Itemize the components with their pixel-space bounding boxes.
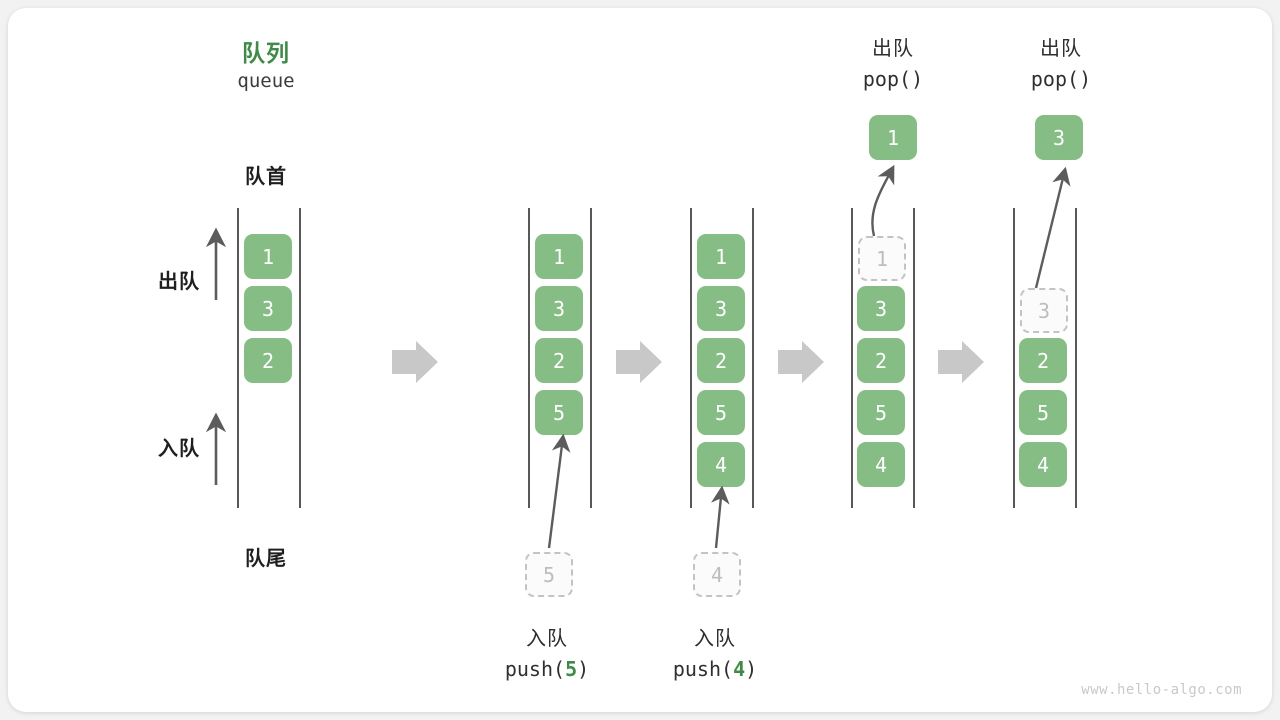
queue-item: 4 <box>1019 442 1067 487</box>
push-caption-suffix: ) <box>577 657 590 681</box>
queue-item: 5 <box>1019 390 1067 435</box>
queue-item-removed: 1 <box>858 236 906 281</box>
queue-item-new: 4 <box>697 442 745 487</box>
queue-item: 5 <box>697 390 745 435</box>
queue-rear-label: 队尾 <box>245 548 287 570</box>
queue-item: 2 <box>535 338 583 383</box>
queue-rail-right <box>1075 208 1077 508</box>
pop-caption-prefix: pop( <box>1030 67 1080 91</box>
pop-caption-en: pop() <box>981 67 1141 91</box>
popped-item: 3 <box>1035 115 1083 160</box>
queue-rail-left <box>1013 208 1015 508</box>
push-caption-prefix: push( <box>504 657 566 681</box>
queue-item: 1 <box>244 234 292 279</box>
pop-caption-suffix: ) <box>1079 67 1092 91</box>
queue-rail-right <box>913 208 915 508</box>
queue-item: 3 <box>244 286 292 331</box>
pop-caption-cn: 出队 <box>872 38 914 60</box>
queue-item-new: 5 <box>535 390 583 435</box>
pop-caption-suffix: ) <box>911 67 924 91</box>
popped-item: 1 <box>869 115 917 160</box>
queue-rail-right <box>752 208 754 508</box>
diagram-card <box>8 8 1272 712</box>
queue-item-removed: 3 <box>1020 288 1068 333</box>
push-caption-prefix: push( <box>672 657 734 681</box>
queue-rail-left <box>528 208 530 508</box>
pop-caption-prefix: pop( <box>862 67 912 91</box>
push-caption-suffix: ) <box>745 657 758 681</box>
queue-rail-right <box>590 208 592 508</box>
push-caption-cn: 入队 <box>694 628 736 650</box>
pop-caption-en: pop() <box>813 67 973 91</box>
queue-item: 1 <box>535 234 583 279</box>
push-caption-cn: 入队 <box>526 628 568 650</box>
queue-item: 5 <box>857 390 905 435</box>
queue-item: 2 <box>697 338 745 383</box>
queue-item: 3 <box>535 286 583 331</box>
queue-item: 3 <box>857 286 905 331</box>
pending-push-item: 5 <box>525 552 573 597</box>
watermark: www.hello-algo.com <box>1081 682 1242 698</box>
diagram-title-cn: 队列 <box>242 40 290 66</box>
queue-item: 4 <box>857 442 905 487</box>
queue-item: 2 <box>857 338 905 383</box>
pending-push-item: 4 <box>693 552 741 597</box>
queue-item: 2 <box>244 338 292 383</box>
push-caption-value: 4 <box>733 657 746 681</box>
push-caption-en: push(5) <box>467 657 627 681</box>
pop-caption-cn: 出队 <box>1040 38 1082 60</box>
queue-rail-left <box>851 208 853 508</box>
queue-item: 3 <box>697 286 745 331</box>
enqueue-direction-label: 入队 <box>158 438 200 460</box>
queue-rail-right <box>299 208 301 508</box>
queue-item: 2 <box>1019 338 1067 383</box>
push-caption-value: 5 <box>565 657 578 681</box>
queue-rail-left <box>237 208 239 508</box>
queue-rail-left <box>690 208 692 508</box>
queue-item: 1 <box>697 234 745 279</box>
queue-front-label: 队首 <box>245 166 287 188</box>
diagram-title-en: queue <box>237 70 295 92</box>
dequeue-direction-label: 出队 <box>158 271 200 293</box>
push-caption-en: push(4) <box>635 657 795 681</box>
